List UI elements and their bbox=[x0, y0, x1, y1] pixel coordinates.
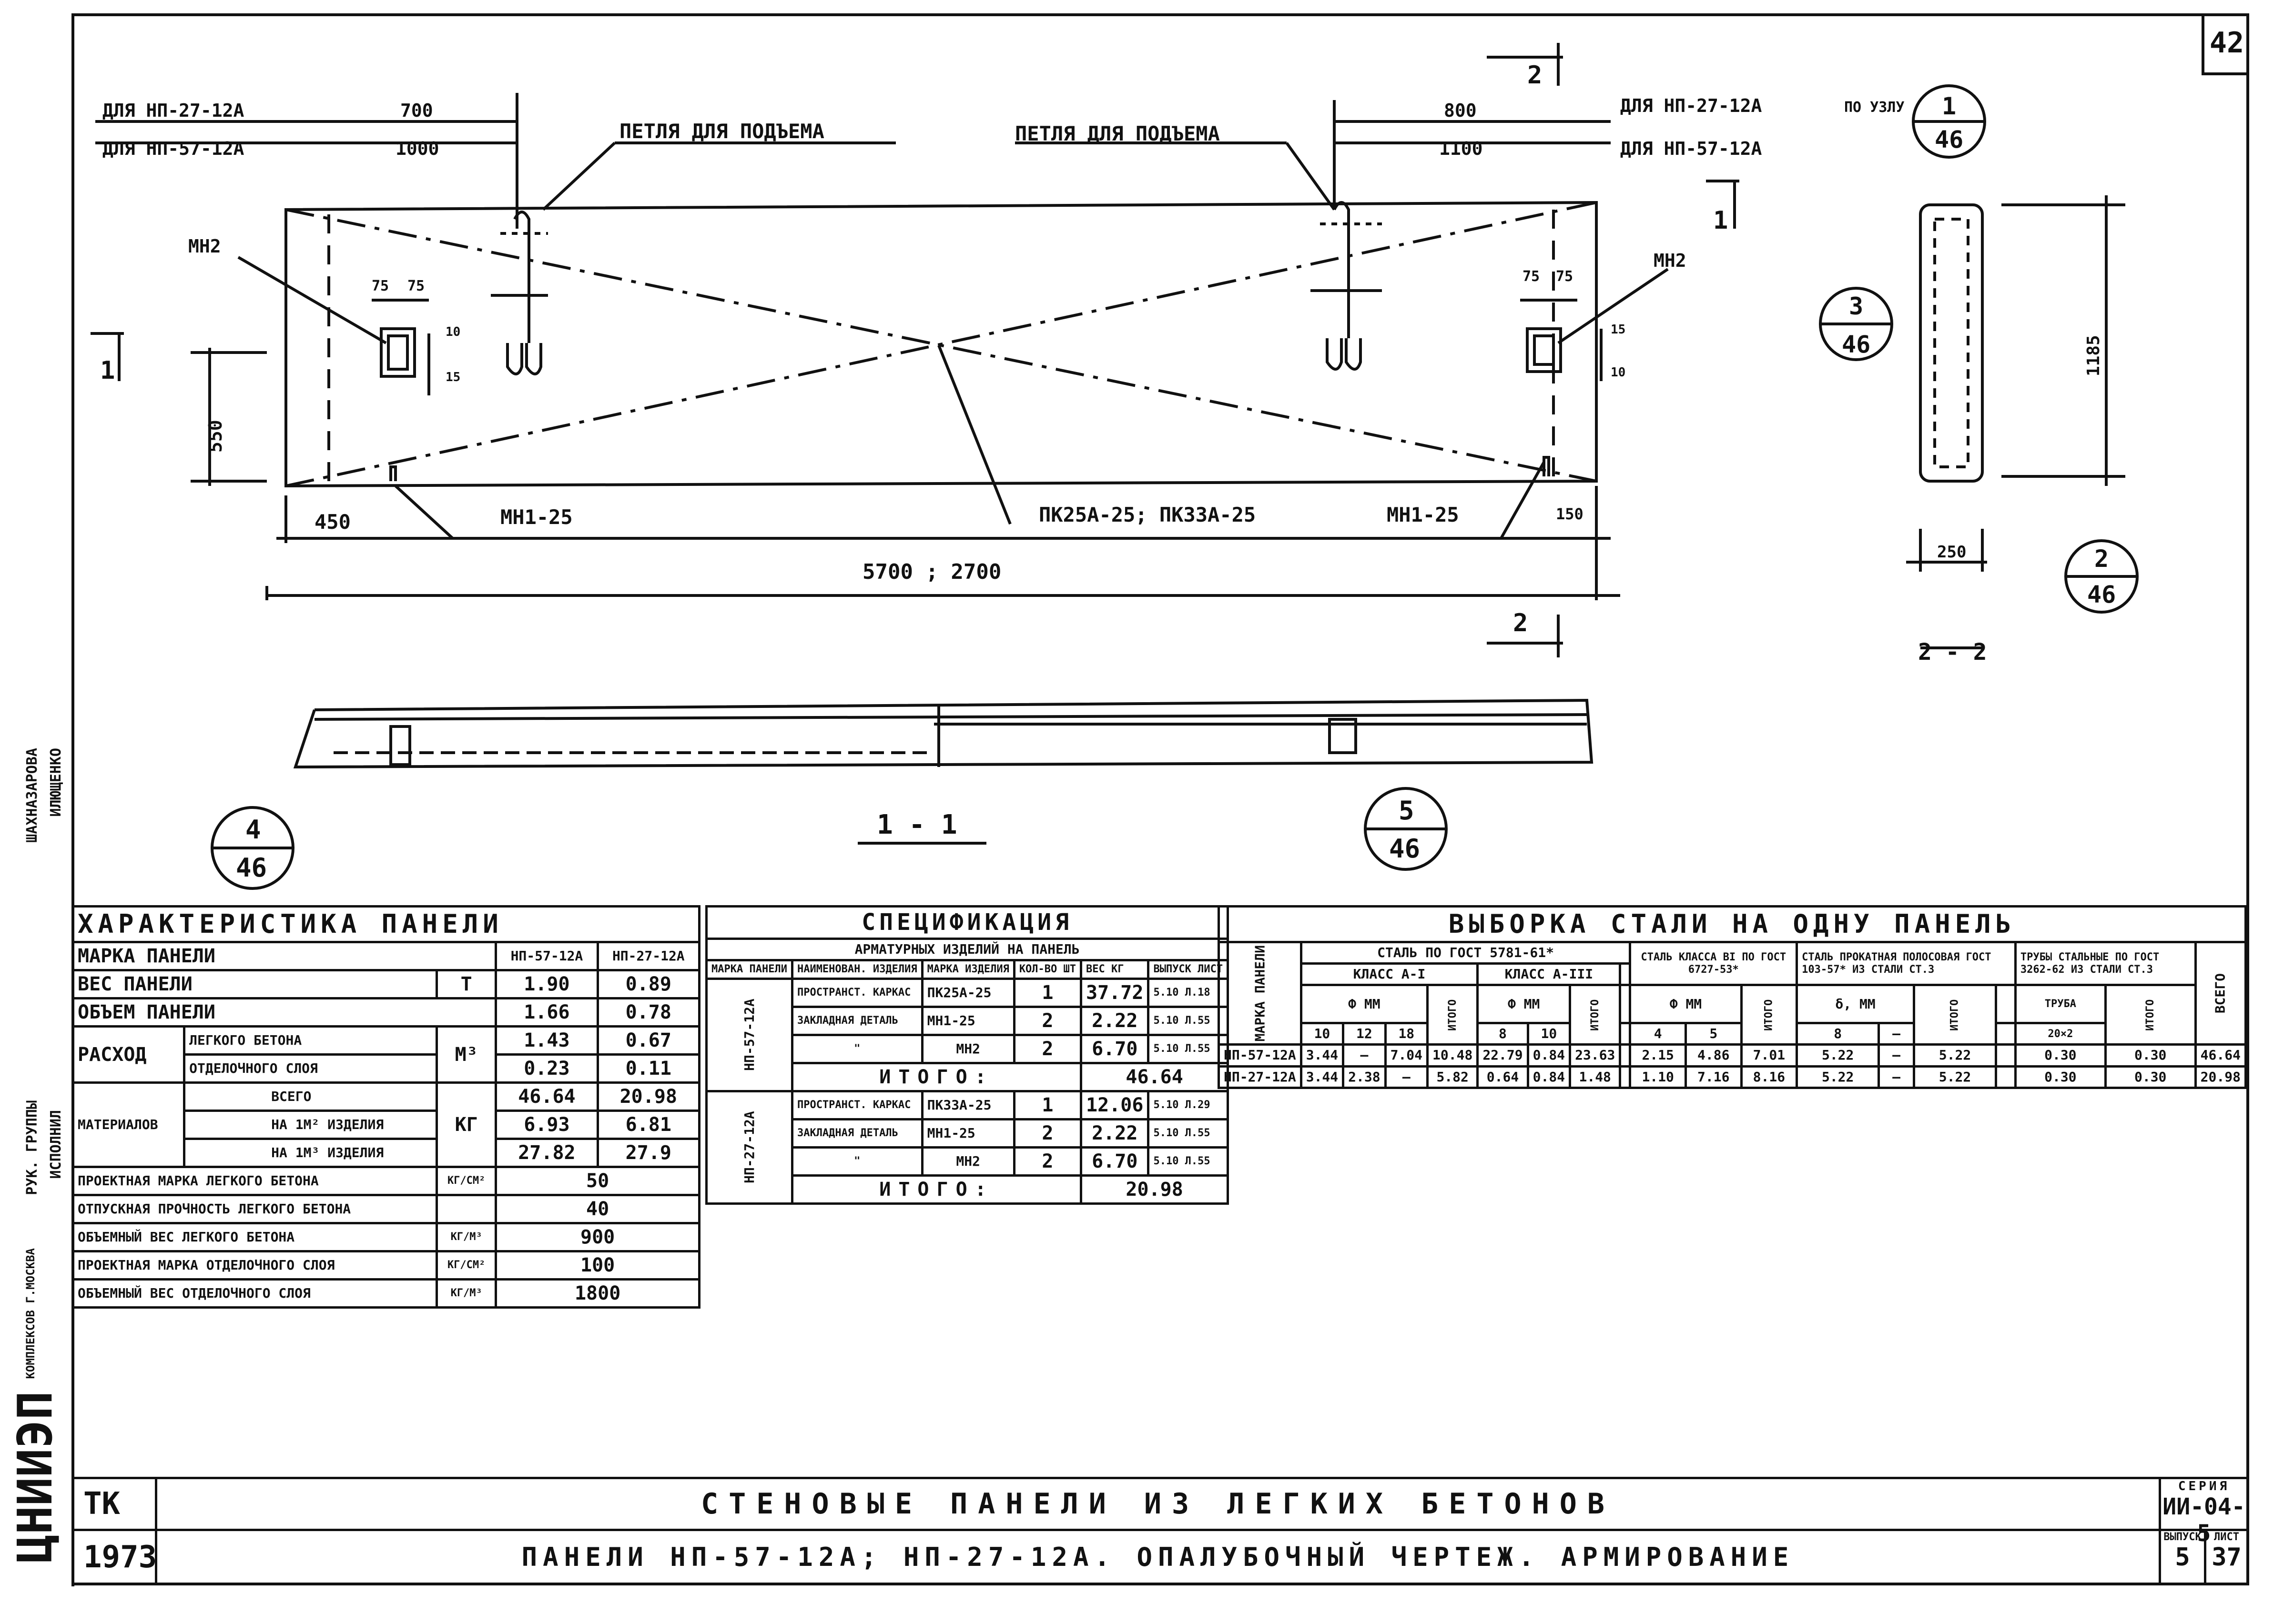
node-ref-4-bottom: 46 bbox=[236, 853, 267, 883]
svg-text:15: 15 bbox=[1611, 323, 1625, 337]
dim-value-700: 700 bbox=[400, 100, 433, 121]
org-name: ЦНИИЭП bbox=[7, 1391, 63, 1563]
overall-dim: 5700 ; 2700 bbox=[863, 560, 1001, 584]
node-ref-3-bottom: 46 bbox=[1842, 331, 1870, 358]
dim-label-27-right: ДЛЯ НП-27-12А bbox=[1620, 95, 1762, 116]
svg-text:15: 15 bbox=[446, 370, 460, 384]
dim-150: 150 bbox=[1556, 505, 1583, 523]
section-marker-2-top: 2 bbox=[1527, 61, 1542, 90]
mn1-label-right: МН1-25 bbox=[1387, 503, 1459, 526]
node-label: ПО УЗЛУ bbox=[1844, 99, 1904, 116]
svg-text:10: 10 bbox=[446, 325, 460, 339]
steel-selection-table: ВЫБОРКА СТАЛИ НА ОДНУ ПАНЕЛЬ МАРКА ПАНЕЛ… bbox=[1218, 905, 2247, 1089]
pk-label: ПК25А-25; ПК33А-25 bbox=[1039, 503, 1256, 526]
steel-row-np27: НП-27-12А 3.44 2.38 — 5.82 0.64 0.84 1.4… bbox=[1218, 1065, 2247, 1089]
dim-value-1000: 1000 bbox=[396, 138, 439, 159]
mn2-right-part bbox=[1526, 327, 1562, 373]
loop-label-left: ПЕТЛЯ ДЛЯ ПОДЪЕМА bbox=[619, 120, 824, 143]
mn2-label-right: МН2 bbox=[1654, 250, 1686, 271]
section-marker-2-bottom: 2 bbox=[1513, 609, 1528, 637]
dim-label-57-left: ДЛЯ НП-57-12А bbox=[102, 138, 244, 159]
dim-250: 250 bbox=[1937, 543, 1966, 562]
svg-text:75: 75 bbox=[1523, 268, 1540, 285]
mn2-label-left: МН2 bbox=[188, 236, 221, 257]
node-ref-1-bottom: 46 bbox=[1935, 126, 1963, 153]
section-1-1-profile bbox=[293, 698, 1594, 769]
org-city: КОМПЛЕКСОВ Г.МОСКВА bbox=[24, 1248, 37, 1379]
characteristics-title: ХАРАКТЕРИСТИКА ПАНЕЛИ bbox=[71, 905, 700, 944]
sheet-value: 37 bbox=[2212, 1543, 2242, 1572]
title-sub: ПАНЕЛИ НП-57-12А; НП-27-12А. ОПАЛУБОЧНЫЙ… bbox=[521, 1542, 1795, 1572]
dim-450: 450 bbox=[315, 510, 351, 534]
title-block: ТК 1973 СТЕНОВЫЕ ПАНЕЛИ ИЗ ЛЕГКИХ БЕТОНО… bbox=[71, 1477, 2249, 1585]
mn2-left-part bbox=[380, 327, 416, 378]
node-ref-5-top: 5 bbox=[1399, 796, 1414, 826]
role-executor: ИСПОЛНИЛ bbox=[48, 1110, 64, 1179]
dim-1185: 1185 bbox=[2084, 335, 2103, 376]
title-main: СТЕНОВЫЕ ПАНЕЛИ ИЗ ЛЕГКИХ БЕТОНОВ bbox=[700, 1487, 1615, 1521]
series-value: ИИ-04-5 bbox=[2162, 1493, 2245, 1547]
role-head: РУК. ГРУППЫ bbox=[24, 1100, 41, 1195]
section-2-2-title: 2 - 2 bbox=[1918, 639, 1987, 666]
lifting-loop-left bbox=[506, 211, 542, 375]
formwork-drawing: ДЛЯ НП-27-12А 700 ДЛЯ НП-57-12А 1000 800… bbox=[91, 43, 2139, 890]
section-marker-1-left: 1 bbox=[100, 356, 115, 385]
title-code: ТК bbox=[83, 1486, 121, 1522]
side-strip: ЦНИИЭП КОМПЛЕКСОВ Г.МОСКВА РУК. ГРУППЫ И… bbox=[0, 729, 74, 1586]
svg-text:75: 75 bbox=[1556, 268, 1573, 285]
dim-value-1100: 1100 bbox=[1439, 138, 1483, 159]
section-2-2-profile bbox=[1919, 203, 1984, 483]
characteristics-table: ХАРАКТЕРИСТИКА ПАНЕЛИ МАРКА ПАНЕЛИ НП-57… bbox=[71, 905, 701, 1309]
mn1-label-left: МН1-25 bbox=[500, 505, 573, 529]
issue-label: ВЫПУСК bbox=[2163, 1531, 2202, 1543]
section-1-1-title: 1 - 1 bbox=[877, 809, 957, 840]
node-ref-1-top: 1 bbox=[1942, 92, 1956, 120]
sheet-number: 42 bbox=[2209, 26, 2244, 60]
lifting-loop-right bbox=[1326, 201, 1362, 371]
node-ref-5-bottom: 46 bbox=[1389, 834, 1420, 864]
sheet-label: ЛИСТ bbox=[2214, 1531, 2239, 1543]
dim-label-27-left: ДЛЯ НП-27-12А bbox=[102, 100, 244, 121]
spec-panel-27: НП-27-12А bbox=[706, 1091, 792, 1204]
loop-label-right: ПЕТЛЯ ДЛЯ ПОДЪЕМА bbox=[1015, 122, 1220, 145]
node-ref-2-bottom: 46 bbox=[2087, 581, 2116, 608]
series-label: СЕРИЯ bbox=[2178, 1479, 2230, 1493]
issue-value: 5 bbox=[2175, 1543, 2190, 1572]
svg-text:75: 75 bbox=[372, 278, 389, 294]
dim-label-57-right: ДЛЯ НП-57-12А bbox=[1620, 138, 1762, 159]
name-head: ШАХНАЗАРОВА bbox=[24, 748, 41, 843]
diagonal-line bbox=[285, 201, 1597, 487]
specification-table: СПЕЦИФИКАЦИЯ АРМАТУРНЫХ ИЗДЕЛИЙ НА ПАНЕЛ… bbox=[705, 905, 1229, 1205]
steel-row-np57: НП-57-12А 3.44 — 7.04 10.48 22.79 0.84 2… bbox=[1218, 1043, 2247, 1068]
dim-value-800: 800 bbox=[1444, 100, 1477, 121]
svg-text:75: 75 bbox=[407, 278, 425, 294]
dim-550: 550 bbox=[205, 420, 226, 453]
section-marker-1-right: 1 bbox=[1713, 206, 1728, 235]
svg-text:10: 10 bbox=[1611, 365, 1625, 380]
spec-panel-57: НП-57-12А bbox=[706, 978, 792, 1091]
title-year: 1973 bbox=[83, 1539, 157, 1575]
sheet-number-box: 42 bbox=[2202, 13, 2249, 75]
node-ref-3-top: 3 bbox=[1849, 293, 1863, 320]
node-ref-2-top: 2 bbox=[2094, 545, 2109, 573]
name-executor: ИЛЮЩЕНКО bbox=[48, 748, 64, 817]
node-ref-4-top: 4 bbox=[245, 815, 261, 845]
